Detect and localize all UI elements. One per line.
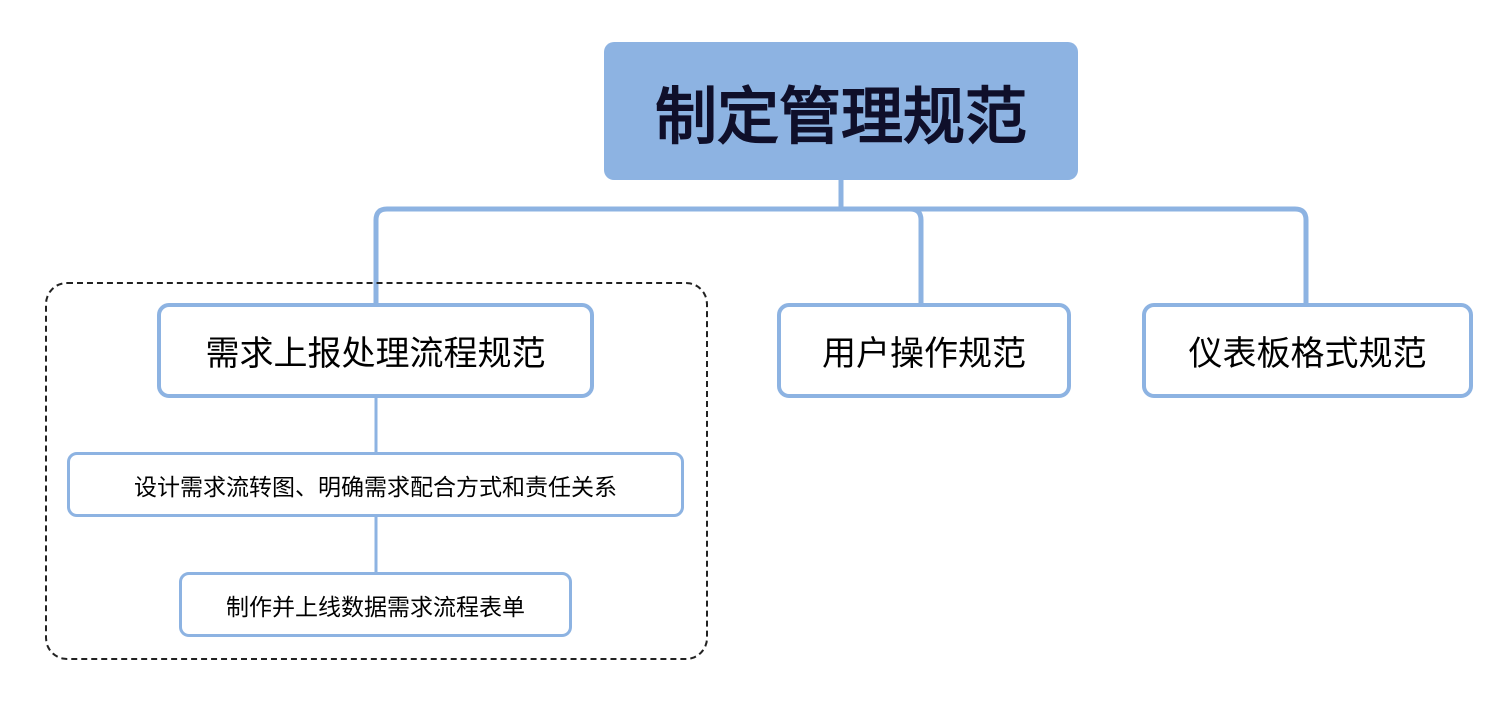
sub-process-group-box (45, 282, 708, 660)
node-dashboard-format: 仪表板格式规范 (1142, 303, 1473, 398)
node-demand-report-process: 需求上报处理流程规范 (157, 303, 594, 398)
bus-line (373, 206, 924, 306)
node-create-demand-form: 制作并上线数据需求流程表单 (179, 572, 572, 637)
root-node-management-standards: 制定管理规范 (604, 42, 1078, 180)
bus-right-line (838, 206, 1309, 306)
node-design-demand-flow: 设计需求流转图、明确需求配合方式和责任关系 (67, 452, 684, 517)
node-user-operation: 用户操作规范 (777, 303, 1071, 398)
